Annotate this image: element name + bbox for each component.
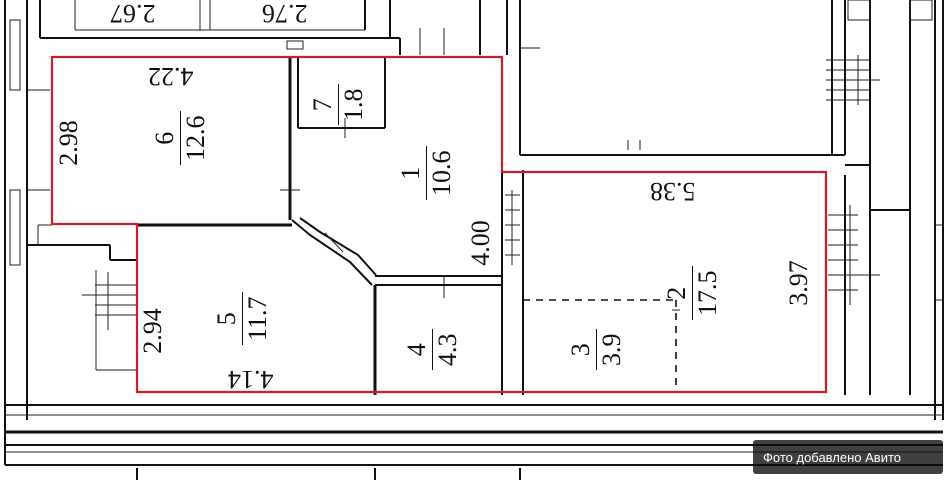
room-7-number: 7 [308,98,337,112]
room-4-label: 4 4.3 [402,329,463,370]
dim-room2-top: 5.38 [650,177,696,206]
room-6-label: 6 12.6 [150,111,211,165]
dim-room1-right: 4.00 [465,220,495,266]
room-7-label: 7 1.8 [308,84,369,125]
room-1-number: 1 [396,166,425,180]
room-3-area: 3.9 [596,329,627,370]
dim-room5-bottom: 4.14 [228,365,274,394]
room-1-label: 1 10.6 [396,146,457,200]
room-2-label: 2 17.5 [662,266,723,320]
top-strip [39,0,508,55]
room-2-number: 2 [662,286,691,300]
room-7-area: 1.8 [338,84,369,125]
room-1-area: 10.6 [426,146,457,200]
dim-top-left: 2.67 [110,0,156,28]
room-6-area: 12.6 [180,111,211,165]
dim-top-mid: 2.76 [262,0,308,28]
left-exterior [4,0,137,420]
room-5-area: 11.7 [242,292,273,345]
room-4-number: 4 [402,343,431,357]
watermark-text: Фото добавлено Авито [763,449,901,465]
room-2-area: 17.5 [692,266,723,320]
room-5-number: 5 [212,312,241,326]
dim-room6-top: 4.22 [148,62,194,91]
watermark: Фото добавлено Авито [753,440,943,474]
room-3-label: 3 3.9 [566,329,627,370]
interior-walls [137,0,944,420]
dim-room5-left: 2.94 [137,308,167,354]
apartment-outline [50,55,828,394]
dim-room6-left: 2.98 [53,120,83,166]
upper-right-area [519,0,933,211]
room-6-number: 6 [150,131,179,145]
room-4-area: 4.3 [432,329,463,370]
room-3-number: 3 [566,343,595,357]
room-5-label: 5 11.7 [212,292,273,345]
dim-room2-right: 3.97 [783,260,813,306]
